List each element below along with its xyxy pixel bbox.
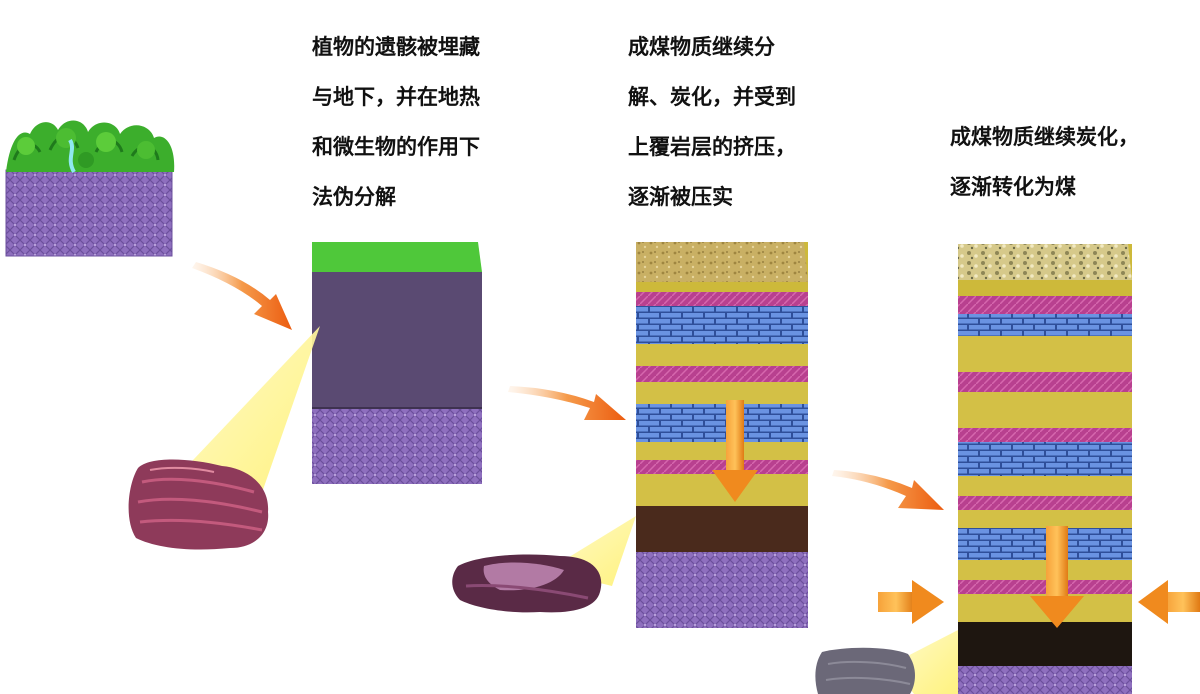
caption-line: 逐渐被压实 — [628, 185, 733, 209]
stage-arrow-3 — [832, 470, 944, 510]
stage-arrow-1 — [192, 262, 292, 330]
stage-arrow-2 — [508, 386, 626, 420]
stage-2-peat-layer — [312, 272, 482, 410]
left-compression-arrow-icon — [878, 580, 944, 624]
caption-line: 与地下，并在地热 — [312, 85, 480, 109]
caption-line: 和微生物的作用下 — [312, 135, 480, 159]
lignite-sample-icon — [452, 554, 602, 613]
plant-foliage-icon — [6, 120, 175, 173]
stage-4-coal-layer — [958, 622, 1132, 666]
stage-2-block-top — [312, 242, 482, 272]
stage-3-block-top — [636, 242, 808, 282]
caption-line: 植物的遗骸被埋藏 — [312, 35, 480, 59]
right-compression-arrow-icon — [1138, 580, 1200, 624]
stage-1-soil-front — [5, 169, 173, 257]
stage-1-plant-block — [5, 120, 175, 257]
stage-4-soil-layer — [958, 666, 1132, 694]
stage-4-coal-block — [958, 244, 1132, 694]
stage-1-caption: 植物的遗骸被埋藏 与地下，并在地热 和微生物的作用下 法伪分解 — [312, 32, 480, 232]
stage-2-soil-layer — [312, 408, 482, 484]
stage-2-caption: 成煤物质继续分 解、炭化，并受到 上覆岩层的挤压， 逐渐被压实 — [628, 32, 796, 232]
caption-line: 上覆岩层的挤压， — [628, 135, 796, 159]
stage-3-pressure-arrow-icon — [712, 400, 758, 502]
caption-line: 解、炭化，并受到 — [628, 85, 796, 109]
coal-sample-icon — [815, 647, 915, 694]
stage-4-block-top — [958, 244, 1132, 280]
stage-3-lignite-layer — [636, 506, 808, 552]
stage-3-soil-layer — [636, 552, 808, 628]
stage-2-peat-block — [312, 242, 482, 484]
stage-3-lignite-block — [636, 242, 808, 628]
caption-line: 成煤物质继续炭化， — [950, 125, 1139, 149]
stage-4-pressure-arrow-icon — [1030, 526, 1084, 628]
stage-3-caption: 成煤物质继续炭化， 逐渐转化为煤 — [950, 122, 1139, 222]
caption-line: 成煤物质继续分 — [628, 35, 775, 59]
caption-line: 法伪分解 — [312, 185, 396, 209]
caption-line: 逐渐转化为煤 — [950, 175, 1076, 199]
peat-sample-icon — [128, 459, 269, 550]
stage-2-magnify-beam — [176, 326, 320, 504]
